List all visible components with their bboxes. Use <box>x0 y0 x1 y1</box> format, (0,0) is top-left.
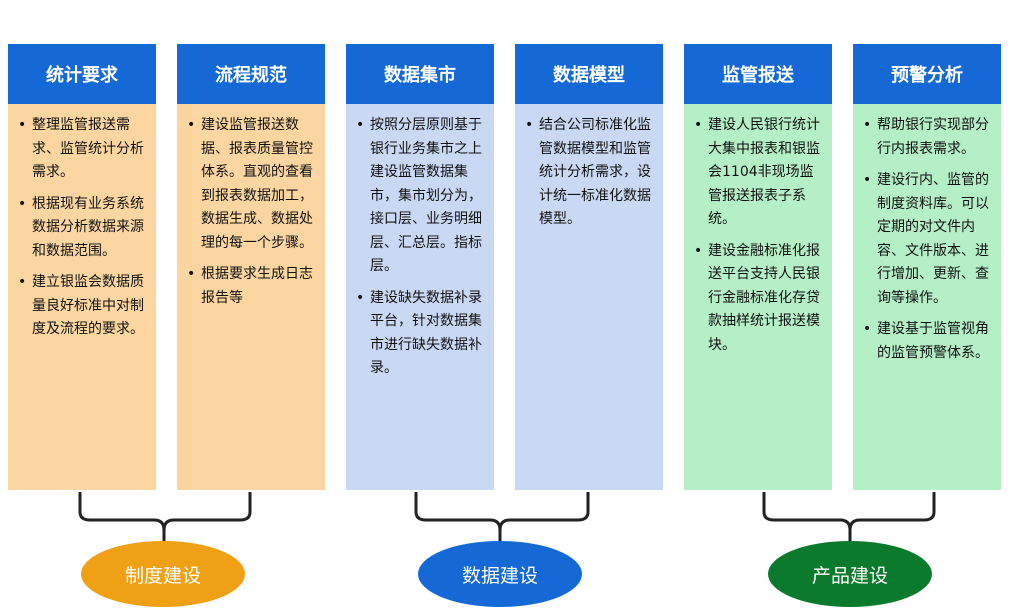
bracket-product <box>762 492 936 541</box>
card-title: 预警分析 <box>853 44 1001 104</box>
list-item: 建设金融标准化报送平台支持人民银行金融标准化存贷款抽样统计报送模块。 <box>694 240 826 358</box>
bracket-data <box>414 492 590 541</box>
card-body: 按照分层原则基于银行业务集市之上建设监管数据集市，集市划分为，接口层、业务明细层… <box>346 104 494 490</box>
card-body: 整理监管报送需求、监管统计分析需求。 根据现有业务系统数据分析数据来源和数据范围… <box>8 104 156 490</box>
card-body: 建设监管报送数据、报表质量管控体系。直观的查看到报表数据加工，数据生成、数据处理… <box>177 104 325 490</box>
list-item: 建立银监会数据质量良好标准中对制度及流程的要求。 <box>18 271 150 342</box>
card-title: 数据集市 <box>346 44 494 104</box>
card-body: 建设人民银行统计大集中报表和银监会1104非现场监管报送报表子系统。 建设金融标… <box>684 104 832 490</box>
card-data-model: 数据模型 结合公司标准化监管数据模型和监管统计分析需求，设计统一标准化数据模型。 <box>515 44 663 490</box>
card-process-standards: 流程规范 建设监管报送数据、报表质量管控体系。直观的查看到报表数据加工，数据生成… <box>177 44 325 490</box>
list-item: 建设缺失数据补录平台，针对数据集市进行缺失数据补录。 <box>356 287 488 381</box>
card-title: 监管报送 <box>684 44 832 104</box>
group-product-building: 产品建设 <box>768 541 932 607</box>
group-data-building: 数据建设 <box>418 541 582 607</box>
card-data-mart: 数据集市 按照分层原则基于银行业务集市之上建设监管数据集市，集市划分为，接口层、… <box>346 44 494 490</box>
card-statistics-requirements: 统计要求 整理监管报送需求、监管统计分析需求。 根据现有业务系统数据分析数据来源… <box>8 44 156 490</box>
card-body: 结合公司标准化监管数据模型和监管统计分析需求，设计统一标准化数据模型。 <box>515 104 663 490</box>
card-regulatory-reporting: 监管报送 建设人民银行统计大集中报表和银监会1104非现场监管报送报表子系统。 … <box>684 44 832 490</box>
group-label: 制度建设 <box>124 564 201 587</box>
list-item: 建设基于监管视角的监管预警体系。 <box>863 318 995 365</box>
card-warning-analysis: 预警分析 帮助银行实现部分行内报表需求。 建设行内、监管的制度资料库。可以定期的… <box>853 44 1001 490</box>
list-item: 结合公司标准化监管数据模型和监管统计分析需求，设计统一标准化数据模型。 <box>525 114 657 232</box>
group-institution-building: 制度建设 <box>81 541 245 607</box>
group-label: 数据建设 <box>461 564 538 587</box>
list-item: 按照分层原则基于银行业务集市之上建设监管数据集市，集市划分为，接口层、业务明细层… <box>356 114 488 279</box>
list-item: 根据现有业务系统数据分析数据来源和数据范围。 <box>18 193 150 264</box>
list-item: 建设行内、监管的制度资料库。可以定期的对文件内容、文件版本、进行增加、更新、查询… <box>863 169 995 310</box>
bracket-institution <box>78 492 252 541</box>
list-item: 建设监管报送数据、报表质量管控体系。直观的查看到报表数据加工，数据生成、数据处理… <box>187 114 319 255</box>
list-item: 整理监管报送需求、监管统计分析需求。 <box>18 114 150 185</box>
list-item: 帮助银行实现部分行内报表需求。 <box>863 114 995 161</box>
list-item: 根据要求生成日志报告等 <box>187 263 319 310</box>
list-item: 建设人民银行统计大集中报表和银监会1104非现场监管报送报表子系统。 <box>694 114 826 232</box>
card-title: 数据模型 <box>515 44 663 104</box>
group-label: 产品建设 <box>811 564 888 587</box>
card-title: 统计要求 <box>8 44 156 104</box>
card-title: 流程规范 <box>177 44 325 104</box>
card-body: 帮助银行实现部分行内报表需求。 建设行内、监管的制度资料库。可以定期的对文件内容… <box>853 104 1001 490</box>
